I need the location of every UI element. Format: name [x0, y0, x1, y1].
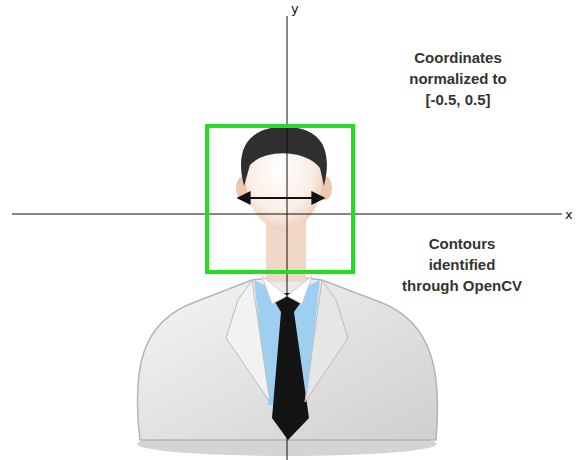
- axis-label: x: [565, 208, 573, 222]
- face-contour-box: [207, 126, 353, 272]
- left-lapel: [226, 280, 270, 402]
- annotation-note: Coordinates normalized to [-0.5, 0.5]: [396, 47, 520, 110]
- axis-label: y: [291, 2, 299, 16]
- annotation-note: Contours identified through OpenCV: [400, 233, 524, 296]
- hair: [241, 127, 327, 186]
- face-width-arrow: [238, 197, 324, 199]
- right-lapel: [305, 280, 348, 402]
- x-axis: [12, 214, 562, 215]
- necktie: [272, 293, 309, 440]
- y-axis: [287, 16, 288, 460]
